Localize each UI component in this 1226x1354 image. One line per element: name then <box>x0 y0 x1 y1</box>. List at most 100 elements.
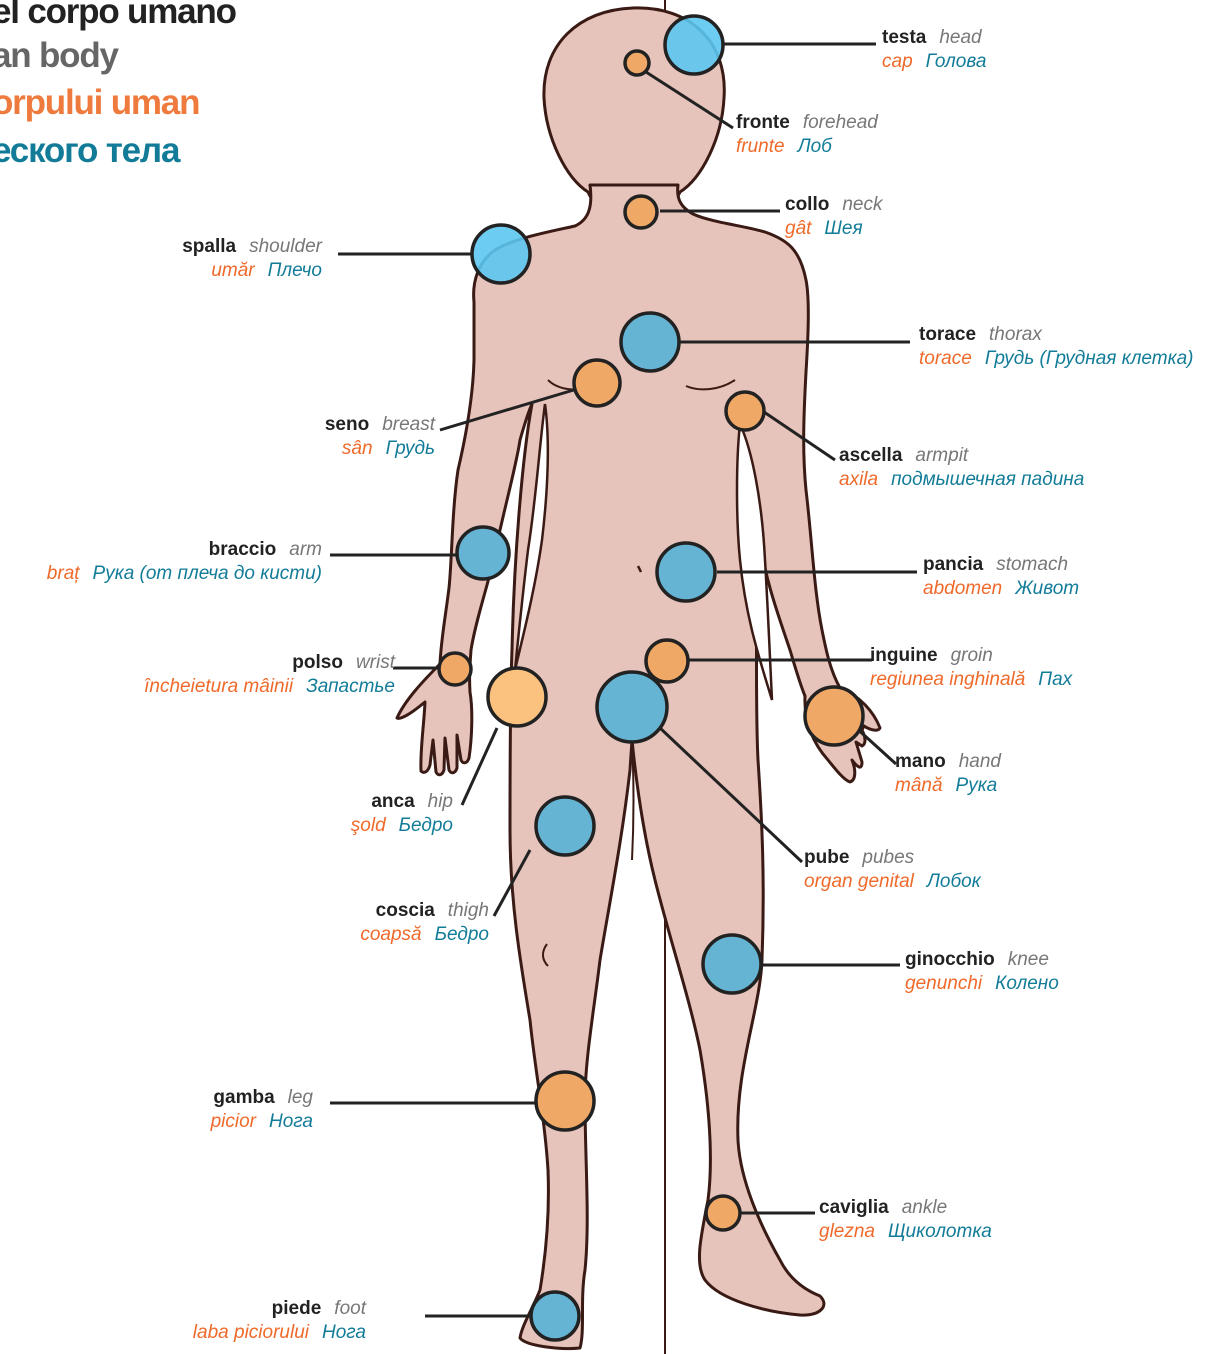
label-pubes-romanian: organ genital <box>804 871 914 892</box>
label-head-italian: testa <box>882 27 926 48</box>
label-shoulder-english: shoulder <box>249 236 322 257</box>
label-neck-italian: collo <box>785 194 829 215</box>
label-hand-russian: Рука <box>956 775 998 796</box>
label-wrist-english: wrist <box>356 652 395 673</box>
label-groin-english: groin <box>951 645 993 666</box>
label-thigh-english: thigh <box>448 900 489 921</box>
label-knee-romanian: genunchi <box>905 973 982 994</box>
arm-marker[interactable] <box>457 527 509 579</box>
label-arm-italian: braccio <box>209 539 277 560</box>
label-wrist-italian: polso <box>292 652 343 673</box>
thorax-marker[interactable] <box>621 313 679 371</box>
label-forehead-romanian: frunte <box>736 136 785 157</box>
pubes-marker[interactable] <box>597 672 667 742</box>
label-groin-russian: Пах <box>1038 669 1072 690</box>
label-stomach-italian: pancia <box>923 554 983 575</box>
label-hip-english: hip <box>428 791 453 812</box>
label-thigh-italian: coscia <box>376 900 435 921</box>
label-stomach: pancia stomach abdomen Живот <box>923 553 1079 601</box>
label-armpit-romanian: axila <box>839 469 878 490</box>
label-arm-english: arm <box>289 539 322 560</box>
label-wrist-romanian: încheietura mâinii <box>144 676 293 697</box>
label-groin-italian: inguine <box>870 645 938 666</box>
neck-marker[interactable] <box>625 196 657 228</box>
label-forehead-italian: fronte <box>736 112 790 133</box>
label-arm-romanian: braț <box>47 563 80 584</box>
label-forehead-english: forehead <box>803 112 878 133</box>
label-head-english: head <box>939 27 981 48</box>
label-forehead: fronte forehead frunte Лоб <box>736 111 878 159</box>
thigh-marker[interactable] <box>536 797 594 855</box>
label-foot-romanian: laba piciorului <box>193 1322 309 1343</box>
head-marker[interactable] <box>665 16 723 74</box>
label-pubes-russian: Лобок <box>927 871 981 892</box>
label-thorax-russian: Грудь (Грудная клетка) <box>985 348 1194 369</box>
label-neck-romanian: gât <box>785 218 811 239</box>
stomach-marker[interactable] <box>657 543 715 601</box>
label-ankle: cavigliaankle gleznaЩиколотка <box>819 1196 992 1244</box>
label-breast-russian: Грудь <box>386 438 435 459</box>
wrist-marker[interactable] <box>439 653 471 685</box>
title-romanian: orpului uman <box>0 85 199 120</box>
label-shoulder-italian: spalla <box>182 236 236 257</box>
label-stomach-english: stomach <box>996 554 1068 575</box>
hip-marker[interactable] <box>488 668 546 726</box>
hand-marker[interactable] <box>805 687 863 745</box>
label-thorax-english: thorax <box>989 324 1042 345</box>
label-hip-romanian: şold <box>351 815 386 836</box>
armpit-marker[interactable] <box>726 392 764 430</box>
label-knee-italian: ginocchio <box>905 949 995 970</box>
label-armpit-english: armpit <box>915 445 968 466</box>
label-ankle-russian: Щиколотка <box>888 1221 992 1242</box>
label-groin-romanian: regiunea inghinală <box>870 669 1025 690</box>
knee-marker[interactable] <box>703 935 761 993</box>
shoulder-marker[interactable] <box>472 225 530 283</box>
label-stomach-romanian: abdomen <box>923 578 1002 599</box>
label-shoulder-romanian: umăr <box>211 260 254 281</box>
label-wrist: polso wrist încheietura mâinii Запастье <box>144 651 395 699</box>
label-hip-italian: anca <box>371 791 414 812</box>
label-leg-russian: Нога <box>269 1111 313 1132</box>
label-wrist-russian: Запастье <box>306 676 395 697</box>
label-head-russian: Голова <box>926 51 987 72</box>
label-hand-romanian: mână <box>895 775 943 796</box>
label-neck: collo neck gât Шея <box>785 193 882 241</box>
ankle-marker[interactable] <box>706 1196 740 1230</box>
label-ankle-romanian: glezna <box>819 1221 875 1242</box>
groin-marker[interactable] <box>646 640 688 682</box>
forehead-marker[interactable] <box>625 51 649 75</box>
label-leg-romanian: picior <box>211 1111 256 1132</box>
leg-marker[interactable] <box>536 1072 594 1130</box>
label-thorax-romanian: torace <box>919 348 972 369</box>
label-knee-english: knee <box>1008 949 1049 970</box>
label-breast-romanian: sân <box>342 438 373 459</box>
breast-marker[interactable] <box>574 360 620 406</box>
label-hand-english: hand <box>959 751 1001 772</box>
label-leg-english: leg <box>288 1087 313 1108</box>
foot-marker[interactable] <box>531 1292 579 1340</box>
label-breast-english: breast <box>382 414 435 435</box>
label-thigh: cosciathigh coapsăБедро <box>360 899 489 947</box>
label-groin: inguine groin regiunea inghinală Пах <box>870 644 1072 692</box>
label-neck-english: neck <box>842 194 882 215</box>
label-foot-english: foot <box>334 1298 366 1319</box>
label-pubes-italian: pube <box>804 847 849 868</box>
title-italian: el corpo umano <box>0 0 236 29</box>
label-stomach-russian: Живот <box>1015 578 1079 599</box>
label-neck-russian: Шея <box>824 218 862 239</box>
title-english: an body <box>0 38 118 73</box>
label-armpit-russian: подмышечная падина <box>891 469 1084 490</box>
label-thigh-russian: Бедро <box>435 924 489 945</box>
title-russian: еского тела <box>0 133 179 168</box>
label-knee: ginocchioknee genunchiКолено <box>905 948 1059 996</box>
label-forehead-russian: Лоб <box>798 136 832 157</box>
label-foot: piedefoot laba picioruluiНога <box>193 1297 366 1345</box>
